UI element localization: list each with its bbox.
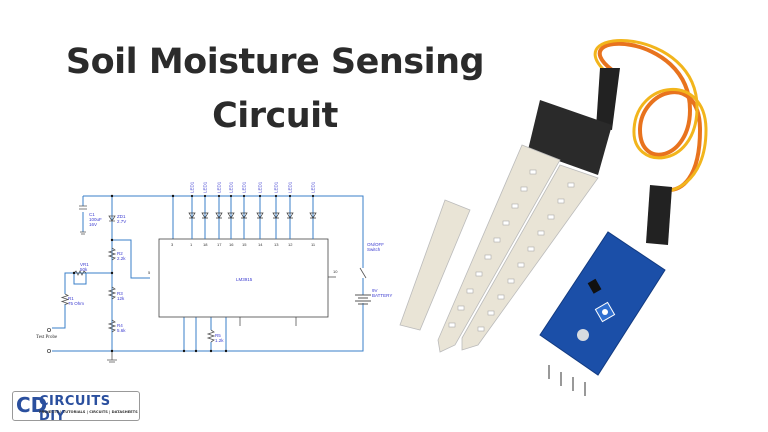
led: LED1 14 bbox=[256, 181, 264, 247]
probe-pad bbox=[484, 254, 492, 260]
probe-pad bbox=[448, 322, 456, 328]
probe-pad bbox=[567, 182, 575, 188]
vr1-value: 50k bbox=[80, 267, 88, 272]
led-label: LED1 bbox=[288, 181, 293, 193]
pin-number: 15 bbox=[242, 242, 247, 247]
switch-label: ON/OFF bbox=[367, 242, 384, 247]
probe-pad bbox=[537, 230, 545, 236]
zd1-label: ZD1 bbox=[117, 214, 126, 219]
r1-label: R1 bbox=[68, 296, 74, 301]
pin-number: 16 bbox=[229, 242, 234, 247]
probe-label: Test Probe bbox=[36, 335, 58, 340]
probe-pad bbox=[511, 203, 519, 209]
r2-label: R2 bbox=[117, 251, 123, 256]
probe-pad bbox=[493, 237, 501, 243]
led: LED1 13 bbox=[272, 181, 280, 247]
pin-10: 10 bbox=[333, 269, 338, 274]
led-label: LED1 bbox=[190, 181, 195, 193]
probe-pad bbox=[527, 246, 535, 252]
led: LED1 17 bbox=[215, 181, 223, 247]
pin-number: 14 bbox=[258, 242, 263, 247]
pin-number: 12 bbox=[288, 242, 293, 247]
wires bbox=[52, 195, 364, 352]
r5-value: 1.2k bbox=[215, 338, 224, 343]
r1-value: 75 Ohm bbox=[68, 301, 84, 306]
led: LED1 12 bbox=[286, 181, 294, 247]
r3-value: 12k bbox=[117, 296, 125, 301]
switch-sub: Switch bbox=[367, 247, 381, 252]
led: LED1 1 bbox=[188, 181, 196, 247]
probe-pad bbox=[557, 198, 565, 204]
probe-pad bbox=[517, 262, 525, 268]
pin-number: 17 bbox=[217, 242, 222, 247]
led: LED1 18 bbox=[201, 181, 209, 247]
led: LED1 16 bbox=[227, 181, 235, 247]
r4-value: 5.6k bbox=[117, 328, 126, 333]
led: LED1 15 bbox=[240, 181, 248, 247]
ic-label: LM3915 bbox=[236, 277, 253, 282]
probe-pad bbox=[502, 220, 510, 226]
led-label: LED1 bbox=[311, 181, 316, 193]
r2-value: 2.2k bbox=[117, 256, 126, 261]
led-array: LED1 1 LED1 18 LED1 17 LED1 16 LED1 15 LED1 14… bbox=[188, 181, 317, 247]
logo-name: CIRCUITS DIY bbox=[39, 394, 111, 424]
probe-pad bbox=[507, 278, 515, 284]
logo-mark: CD bbox=[16, 393, 48, 417]
pin-3: 3 bbox=[171, 242, 174, 247]
pin-number: 1 bbox=[190, 242, 193, 247]
led-label: LED1 bbox=[258, 181, 263, 193]
probe-pad bbox=[529, 169, 537, 175]
probe-pad bbox=[497, 294, 505, 300]
r3-label: R3 bbox=[117, 291, 123, 296]
soil-sensor-photo bbox=[399, 39, 708, 396]
c1-label: C1 bbox=[89, 212, 95, 217]
probe-pad bbox=[457, 305, 465, 311]
zd1-value: 2.7V bbox=[117, 219, 126, 224]
circuits-diy-logo: CD CIRCUITS DIY PROJECTS | TUTORIALS | C… bbox=[12, 391, 140, 424]
logo-tagline: PROJECTS | TUTORIALS | CIRCUITS | DATASH… bbox=[39, 410, 138, 414]
pin-number: 11 bbox=[311, 242, 316, 247]
probe-pad bbox=[466, 288, 474, 294]
led-label: LED1 bbox=[217, 181, 222, 193]
probe-pad bbox=[475, 271, 483, 277]
battery-sub: BATTERY bbox=[372, 293, 392, 298]
probe-pad bbox=[487, 310, 495, 316]
pin-number: 18 bbox=[203, 242, 208, 247]
pin-number: 13 bbox=[274, 242, 279, 247]
led-label: LED1 bbox=[203, 181, 208, 193]
led-label: LED1 bbox=[274, 181, 279, 193]
r5-label: R5 bbox=[215, 333, 221, 338]
led: LED1 11 bbox=[309, 181, 317, 247]
led-label: LED1 bbox=[229, 181, 234, 193]
title-line-1: Soil Moisture Sensing bbox=[65, 42, 485, 82]
c1-value: 100uF bbox=[89, 217, 102, 222]
vr1-label: VR1 bbox=[80, 262, 89, 267]
battery-label: 9V bbox=[372, 288, 378, 293]
probe-pad bbox=[547, 214, 555, 220]
probe-pad bbox=[477, 326, 485, 332]
c1-voltage: 16V bbox=[89, 222, 97, 227]
r4-label: R4 bbox=[117, 323, 123, 328]
probe-pad bbox=[520, 186, 528, 192]
title-line-2: Circuit bbox=[212, 96, 338, 136]
pin-5: 5 bbox=[148, 270, 151, 275]
led-label: LED1 bbox=[242, 181, 247, 193]
